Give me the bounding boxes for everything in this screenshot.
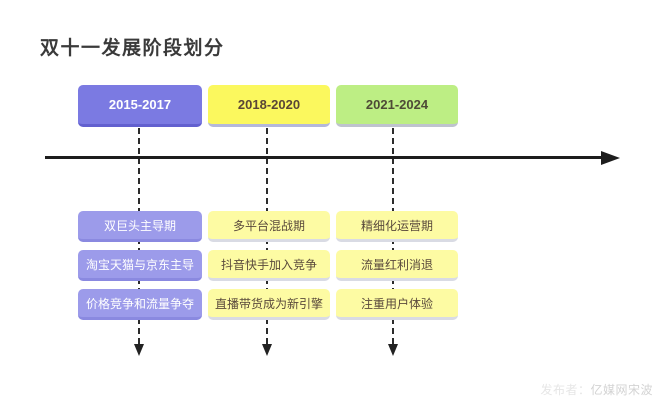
- stage3-feature-box: 注重用户体验: [336, 289, 458, 320]
- stage1-down-arrowhead-icon: [134, 344, 144, 356]
- stage3-phase-label: 精细化运营期: [360, 218, 433, 233]
- stage3-phase-box: 精细化运营期: [336, 211, 458, 242]
- stage1-feature-label: 价格竞争和流量争夺: [85, 296, 194, 311]
- stage2-phase-label: 多平台混战期: [232, 218, 305, 233]
- stage1-phase-box: 双巨头主导期: [78, 211, 202, 242]
- stage1-phase-label: 双巨头主导期: [103, 218, 176, 233]
- timeline-right-arrowhead-icon: [601, 150, 620, 165]
- stage1-period-label: 2015-2017: [108, 97, 172, 112]
- stage2-players-label: 抖音快手加入竞争: [220, 257, 317, 272]
- stage3-players-label: 流量红利消退: [360, 257, 433, 272]
- stage1-players-box: 淘宝天猫与京东主导: [78, 250, 202, 281]
- watermark-name: 亿媒网宋波: [590, 383, 653, 397]
- stage2-feature-label: 直播带货成为新引擎: [214, 296, 323, 311]
- stage3-feature-label: 注重用户体验: [360, 296, 433, 311]
- stage2-players-box: 抖音快手加入竞争: [208, 250, 330, 281]
- stage3-down-arrowhead-icon: [388, 344, 398, 356]
- stage1-feature-box: 价格竞争和流量争夺: [78, 289, 202, 320]
- page-title: 双十一发展阶段划分: [40, 38, 225, 59]
- stage3-players-box: 流量红利消退: [336, 250, 458, 281]
- timeline-axis-line: [45, 156, 603, 159]
- stage2-phase-box: 多平台混战期: [208, 211, 330, 242]
- stage1-period-box: 2015-2017: [78, 85, 202, 127]
- stage2-feature-box: 直播带货成为新引擎: [208, 289, 330, 320]
- stage2-period-label: 2018-2020: [237, 97, 301, 112]
- stage3-period-label: 2021-2024: [365, 97, 429, 112]
- watermark: 发布者：亿媒网宋波: [540, 381, 653, 398]
- stage2-down-arrowhead-icon: [262, 344, 272, 356]
- stage3-period-box: 2021-2024: [336, 85, 458, 127]
- stage1-players-label: 淘宝天猫与京东主导: [85, 257, 194, 272]
- watermark-prefix: 发布者：: [540, 383, 591, 397]
- stage2-period-box: 2018-2020: [208, 85, 330, 127]
